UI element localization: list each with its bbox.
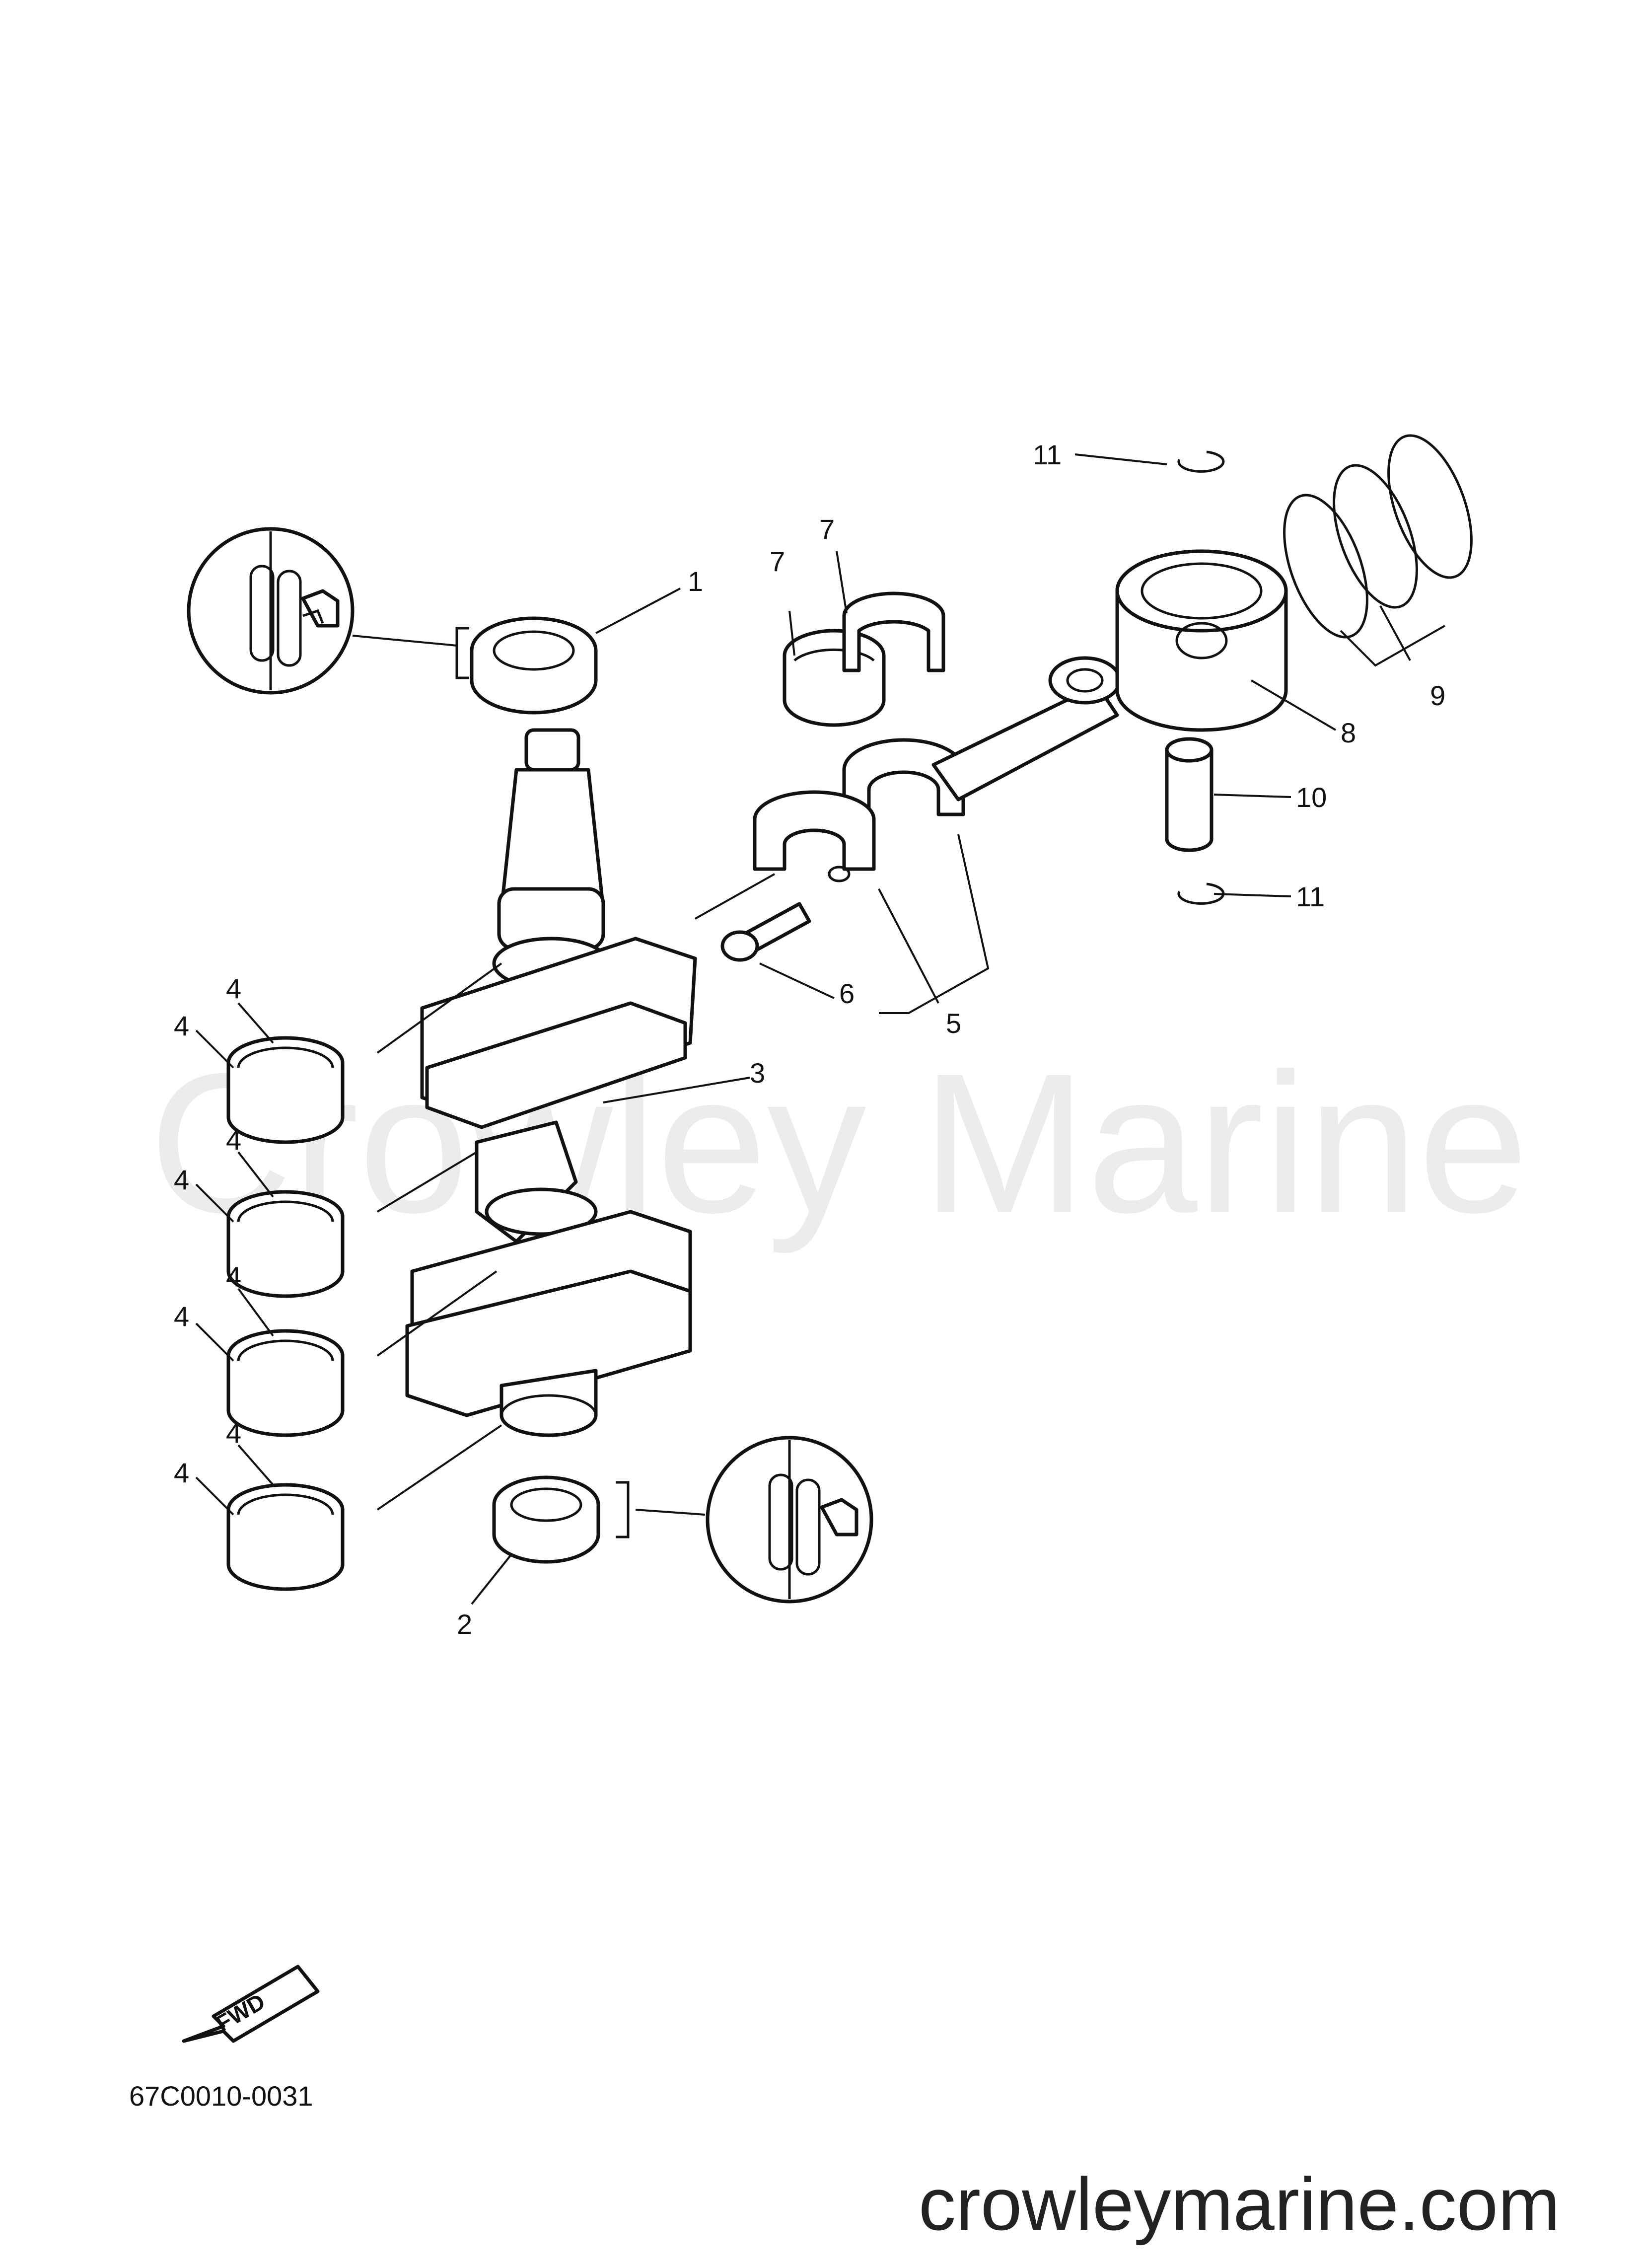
callout-4f: 4 xyxy=(174,1301,189,1332)
leader-2 xyxy=(471,1553,512,1605)
callout-8: 8 xyxy=(1341,717,1356,748)
forward-arrow-icon: FWD xyxy=(182,1965,320,2043)
leader-7a xyxy=(788,610,795,656)
leader-10 xyxy=(1214,794,1291,798)
main-bearing-4a xyxy=(226,1036,345,1144)
connecting-rod-5 xyxy=(753,656,1122,882)
leader-6 xyxy=(759,962,835,999)
piston-8 xyxy=(1115,549,1288,732)
callout-3: 3 xyxy=(750,1057,765,1089)
grease-symbol-bottom xyxy=(706,1436,873,1604)
crankshaft-3 xyxy=(405,728,697,1437)
piston-rings-9 xyxy=(1283,434,1473,639)
leader-9a xyxy=(1340,625,1445,667)
leader-9b xyxy=(1379,605,1411,661)
callout-4h: 4 xyxy=(174,1457,189,1488)
leader-5a xyxy=(879,834,990,1014)
callout-5: 5 xyxy=(946,1008,961,1039)
callout-10: 10 xyxy=(1296,782,1327,813)
callout-1: 1 xyxy=(688,566,703,597)
grease-symbol-top xyxy=(187,527,355,695)
leader-11-top xyxy=(1074,453,1167,465)
callout-2: 2 xyxy=(457,1609,472,1640)
callout-4e: 4 xyxy=(226,1261,241,1292)
leader-5b xyxy=(878,888,939,1004)
main-bearing-4c xyxy=(226,1329,345,1437)
bracket-top xyxy=(455,627,469,679)
grease-pointer-top xyxy=(352,635,457,647)
leader-8 xyxy=(1250,679,1337,731)
main-bearing-4d xyxy=(226,1483,345,1591)
diagram-code: 67C0010-0031 xyxy=(129,2080,313,2112)
callout-9: 9 xyxy=(1430,680,1445,711)
conrod-bearing-7a xyxy=(783,629,886,727)
bracket-bottom xyxy=(616,1481,630,1538)
oil-seal-2 xyxy=(492,1475,600,1564)
callout-4c: 4 xyxy=(226,1124,241,1156)
callout-4g: 4 xyxy=(226,1417,241,1449)
callout-6: 6 xyxy=(839,978,855,1009)
oil-seal-1 xyxy=(470,616,598,715)
leader-11-bottom xyxy=(1214,893,1291,897)
leader-7b xyxy=(836,551,848,614)
callout-4a: 4 xyxy=(226,973,241,1004)
circlip-11-bottom xyxy=(1177,882,1225,905)
leader-5c xyxy=(695,873,775,920)
callout-4d: 4 xyxy=(174,1164,189,1195)
circlip-11-top xyxy=(1177,450,1225,473)
main-bearing-4b xyxy=(226,1190,345,1298)
piston-pin-10 xyxy=(1165,737,1214,852)
callout-7a: 7 xyxy=(770,546,785,577)
grease-pointer-bottom xyxy=(635,1509,706,1516)
conrod-bolt-6 xyxy=(720,902,811,962)
site-url: crowleymarine.com xyxy=(919,2162,1560,2246)
callout-4b: 4 xyxy=(174,1010,189,1041)
leader-1 xyxy=(595,587,681,634)
leaders-4 xyxy=(195,962,502,1516)
watermark-text: Crowley Marine xyxy=(149,1032,1529,1255)
callout-7b: 7 xyxy=(819,513,835,545)
conrod-bearing-7b xyxy=(842,591,945,672)
callout-11-bottom: 11 xyxy=(1296,881,1325,912)
leader-3 xyxy=(603,1077,750,1103)
callout-11-top: 11 xyxy=(1033,439,1062,470)
